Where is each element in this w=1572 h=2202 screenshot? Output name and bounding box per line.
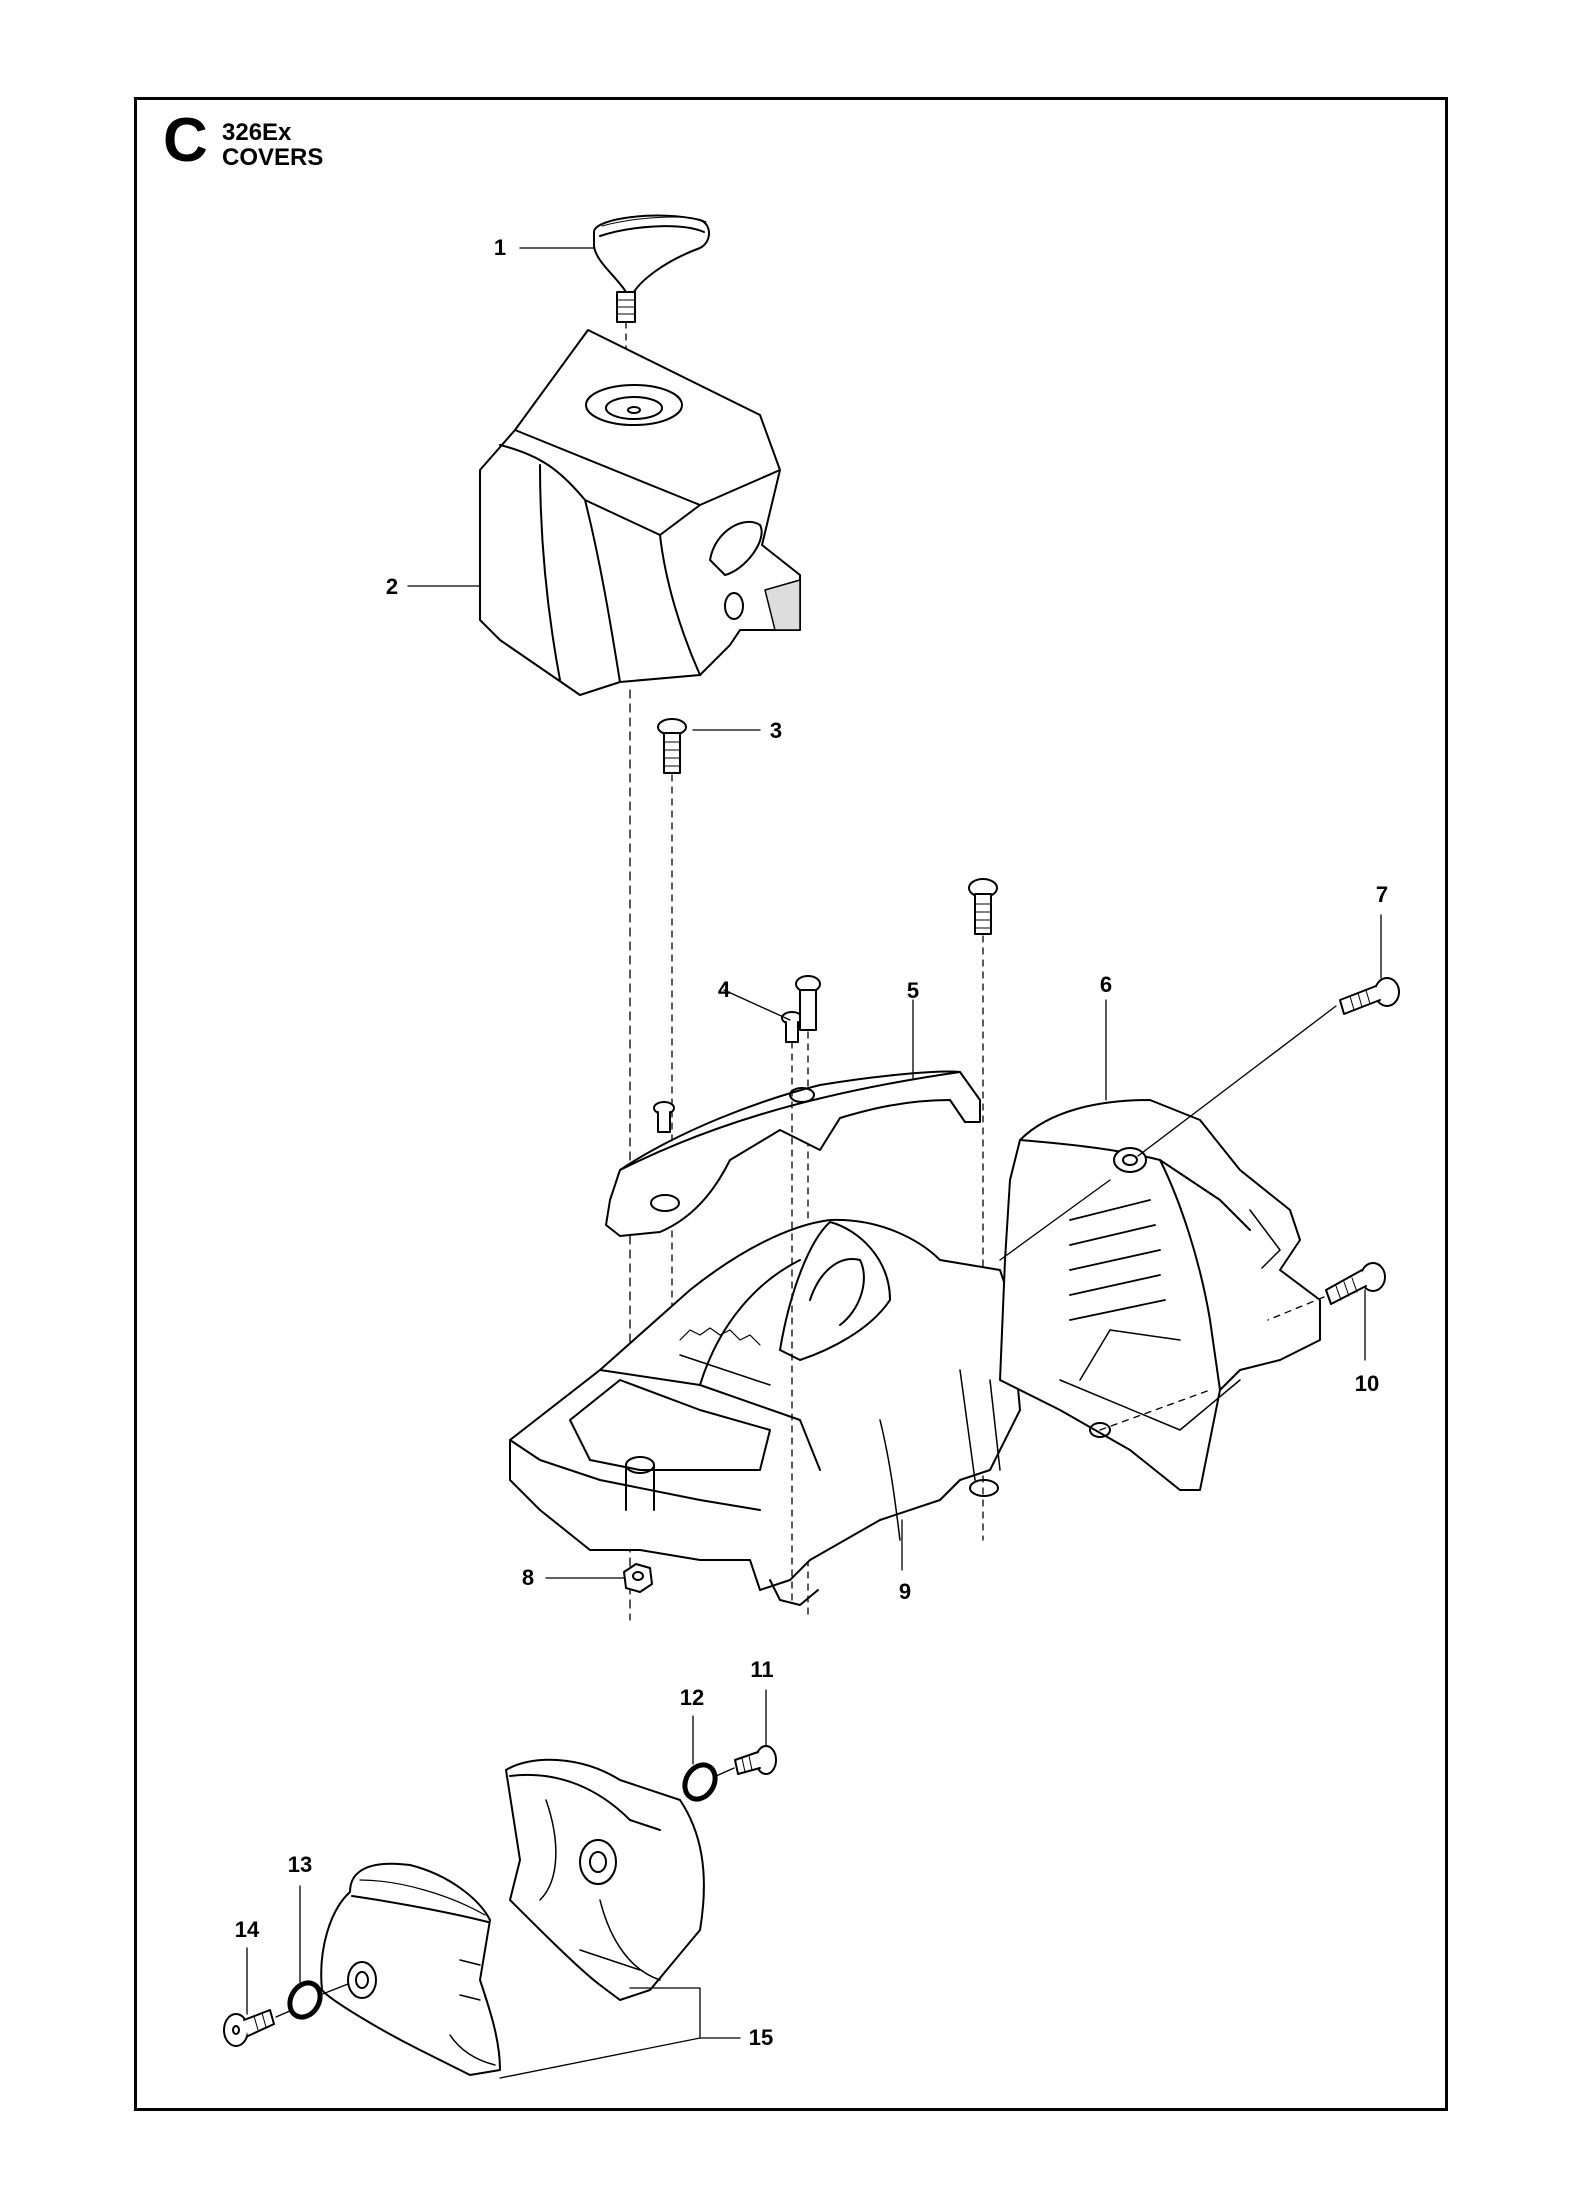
part-2-top-cover xyxy=(479,329,801,696)
part-15-filter-cover-rear xyxy=(505,1758,705,2001)
leader-lines xyxy=(246,247,1382,2079)
section-letter: C xyxy=(163,106,208,175)
callout-13: 13 xyxy=(287,1852,313,1877)
callout-1: 1 xyxy=(493,235,507,260)
part-10-screw xyxy=(1267,1262,1386,1321)
part-3-screw xyxy=(657,718,687,1401)
part-12-o-ring xyxy=(682,1762,735,1802)
diagram-frame xyxy=(134,97,1448,2111)
part-7-screw xyxy=(1137,977,1400,1157)
model-name: 326Ex xyxy=(222,119,292,146)
callout-4: 4 xyxy=(717,977,731,1002)
part-9-housing xyxy=(509,1218,1021,1606)
part-8-nut xyxy=(623,1563,653,1593)
part-9-screw xyxy=(968,878,998,1541)
callout-14: 14 xyxy=(234,1917,260,1942)
callout-12: 12 xyxy=(679,1685,705,1710)
callout-8: 8 xyxy=(521,1565,535,1590)
part-6-side-cover xyxy=(999,1099,1321,1491)
callout-10: 10 xyxy=(1354,1371,1380,1396)
callout-6: 6 xyxy=(1099,972,1113,997)
callout-15: 15 xyxy=(748,2025,774,2050)
part-1-knob xyxy=(593,214,710,411)
callout-9: 9 xyxy=(898,1579,912,1604)
callout-3: 3 xyxy=(769,718,783,743)
part-15-filter-cover-front xyxy=(320,1862,501,2076)
section-title: COVERS xyxy=(222,144,324,171)
callout-11: 11 xyxy=(750,1657,774,1682)
part-14-screw xyxy=(223,1983,349,2047)
callout-5: 5 xyxy=(906,978,920,1003)
part-5-handle-plate xyxy=(605,1070,981,1237)
part-13-o-ring xyxy=(287,1980,323,2020)
callout-7: 7 xyxy=(1375,882,1389,907)
part-11-screw xyxy=(734,1745,777,1775)
callout-2: 2 xyxy=(385,574,399,599)
